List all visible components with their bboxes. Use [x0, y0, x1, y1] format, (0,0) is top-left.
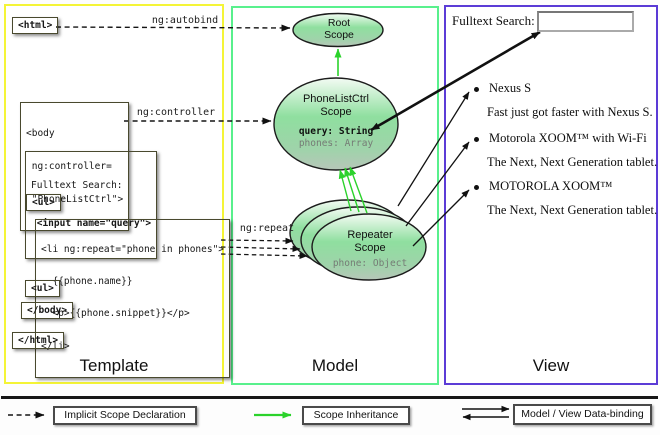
scope-title-line: Repeater: [347, 229, 393, 241]
bullet-icon: [474, 87, 479, 92]
code-box-li-repeat: <li ng:repeat="phone in phones"> {{phone…: [35, 219, 231, 379]
scope-title-line: Root: [327, 17, 351, 29]
view-item-desc: Fast just got faster with Nexus S.: [487, 105, 653, 119]
code-line: </li>: [41, 340, 70, 352]
code-box-html-close: </html>: [12, 332, 65, 349]
template-panel-label: Template: [79, 356, 149, 375]
code-line: Fulltext Search:: [31, 180, 123, 191]
root-scope-label: Root Scope: [294, 17, 384, 41]
scope-title-line: Scope: [320, 105, 352, 118]
code-line: <body: [26, 128, 55, 139]
model-panel-label: Model: [311, 356, 359, 375]
view-item-title: Nexus S: [489, 81, 532, 95]
code-line: <input name="query">: [31, 217, 152, 229]
controller-label: ng:controller: [136, 107, 216, 118]
repeater-prop-phone: phone: Object: [332, 258, 408, 269]
code-box-fulltext-input: Fulltext Search: <input name="query">: [25, 151, 158, 259]
phonelistctrl-prop-query: query: String: [298, 126, 374, 137]
scope-title-line: PhoneListCtrl: [302, 93, 370, 105]
bullet-icon: [474, 137, 479, 142]
code-box-ul-close: <ul>: [25, 280, 60, 297]
code-line: ng:controller=: [26, 161, 112, 172]
bullet-icon: [474, 185, 479, 190]
legend-data-binding-label: Model / View Data-binding: [513, 404, 652, 425]
view-search-input[interactable]: [537, 11, 634, 32]
code-line: "PhoneListCtrl">: [26, 194, 124, 205]
code-box-ul-open: <ul>: [26, 194, 61, 211]
code-box-body-open: <body ng:controller= "PhoneListCtrl">: [20, 102, 130, 231]
code-box-html-open: <html>: [12, 17, 59, 34]
legend-separator: [1, 396, 658, 399]
view-item-title: Motorola XOOM™ with Wi-Fi: [489, 131, 647, 145]
code-box-body-close: </body>: [21, 302, 74, 319]
phonelistctrl-scope-label: PhoneListCtrl Scope: [272, 93, 400, 118]
autobind-label: ng:autobind: [151, 15, 219, 26]
code-line: <p>{{phone.snippet}}</p>: [41, 308, 190, 320]
view-search-label: Fulltext Search:: [452, 13, 535, 28]
view-item-desc: The Next, Next Generation tablet.: [487, 203, 658, 217]
view-item-title: MOTOROLA XOOM™: [489, 179, 613, 193]
scope-title-line: Scope: [324, 28, 354, 41]
model-panel: [231, 6, 439, 385]
scope-title-line: Scope: [354, 241, 386, 254]
code-line: {{phone.name}}: [41, 275, 133, 287]
repeat-label: ng:repeat: [239, 223, 295, 234]
view-panel-label: View: [532, 356, 570, 375]
code-line: <li ng:repeat="phone in phones">: [41, 243, 225, 255]
repeater-scope-label: Repeater Scope: [311, 229, 429, 254]
legend-implicit-scope-label: Implicit Scope Declaration: [53, 406, 197, 425]
view-item-desc: The Next, Next Generation tablet.: [487, 155, 658, 169]
view-panel: [444, 5, 658, 385]
phonelistctrl-prop-phones: phones: Array: [298, 138, 374, 149]
legend-scope-inheritance-label: Scope Inheritance: [302, 406, 410, 425]
